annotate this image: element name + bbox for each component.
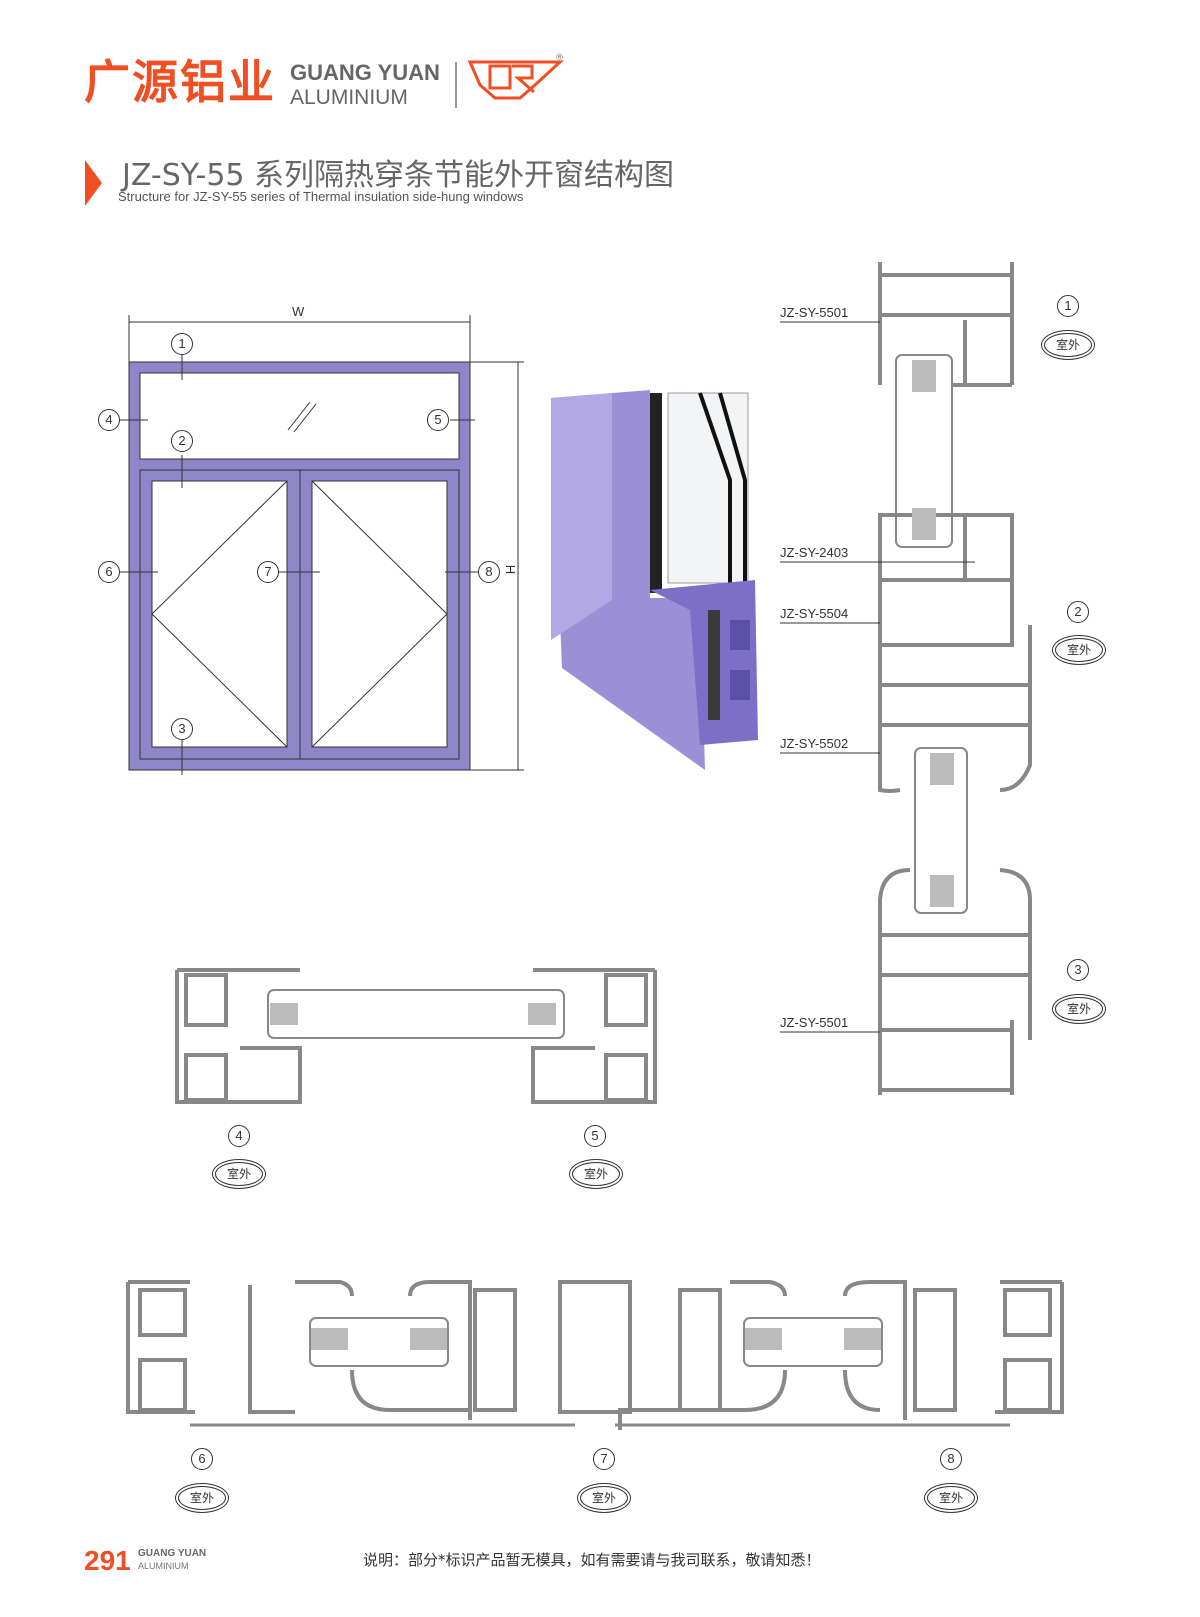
section-marker-1: 1 <box>1057 295 1079 317</box>
outside-badge: 室外 <box>580 1486 628 1510</box>
section-marker-5: 5 <box>584 1125 606 1147</box>
brand-logo-cn: 广源铝业 <box>84 55 276 109</box>
logo-divider <box>455 62 457 108</box>
footer-brand: GUANG YUAN <box>138 1548 207 1559</box>
footer-note: 说明：部分*标识产品暂无模具，如有需要请与我司联系，敬请知悉！ <box>363 1551 821 1569</box>
section-marker-2: 2 <box>1067 601 1089 623</box>
marker-5: 5 <box>427 409 449 431</box>
corner-3d-render <box>551 390 758 770</box>
side-section <box>175 968 657 1104</box>
brand-name-en: GUANG YUAN <box>290 60 440 85</box>
cr-logo-icon <box>467 60 564 100</box>
leader-lines <box>780 321 975 1033</box>
marker-2: 2 <box>171 430 193 452</box>
brand-subname-en: ALUMINIUM <box>290 86 408 109</box>
marker-8: 8 <box>478 561 500 583</box>
marker-4: 4 <box>98 409 120 431</box>
height-label: H <box>503 564 519 575</box>
outside-badge: 室外 <box>1044 333 1092 357</box>
marker-3: 3 <box>171 718 193 740</box>
outside-badge: 室外 <box>572 1162 620 1186</box>
profile-label: JZ-SY-5501 <box>780 1015 849 1030</box>
marker-6: 6 <box>98 561 120 583</box>
section-marker-4: 4 <box>228 1125 250 1147</box>
bottom-section <box>126 1280 1064 1430</box>
title-triangle-icon <box>85 160 102 206</box>
profile-label: JZ-SY-5504 <box>780 606 849 621</box>
window-elevation <box>120 315 524 775</box>
section-marker-7: 7 <box>593 1448 615 1470</box>
section-marker-3: 3 <box>1067 959 1089 981</box>
glass-spacers <box>270 360 954 1350</box>
section-marker-8: 8 <box>940 1448 962 1470</box>
section-marker-6: 6 <box>191 1448 213 1470</box>
width-label: W <box>292 304 305 319</box>
marker-1: 1 <box>171 333 193 355</box>
page-subtitle: Structure for JZ-SY-55 series of Thermal… <box>118 189 524 204</box>
vertical-section <box>878 262 1032 1095</box>
svg-text:®: ® <box>555 53 564 63</box>
outside-badge: 室外 <box>1055 638 1103 662</box>
profile-label: JZ-SY-2403 <box>780 545 849 560</box>
page-title: JZ-SY-55 系列隔热穿条节能外开窗结构图 <box>122 158 675 193</box>
profile-label: JZ-SY-5501 <box>780 305 849 320</box>
outside-badge: 室外 <box>178 1486 226 1510</box>
page-number: 291 <box>84 1545 131 1576</box>
profile-label: JZ-SY-5502 <box>780 736 849 751</box>
marker-7: 7 <box>257 561 279 583</box>
footer-brand-sub: ALUMINIUM <box>138 1561 189 1571</box>
outside-badge: 室外 <box>927 1486 975 1510</box>
outside-badge: 室外 <box>1055 997 1103 1021</box>
outside-badge: 室外 <box>215 1162 263 1186</box>
